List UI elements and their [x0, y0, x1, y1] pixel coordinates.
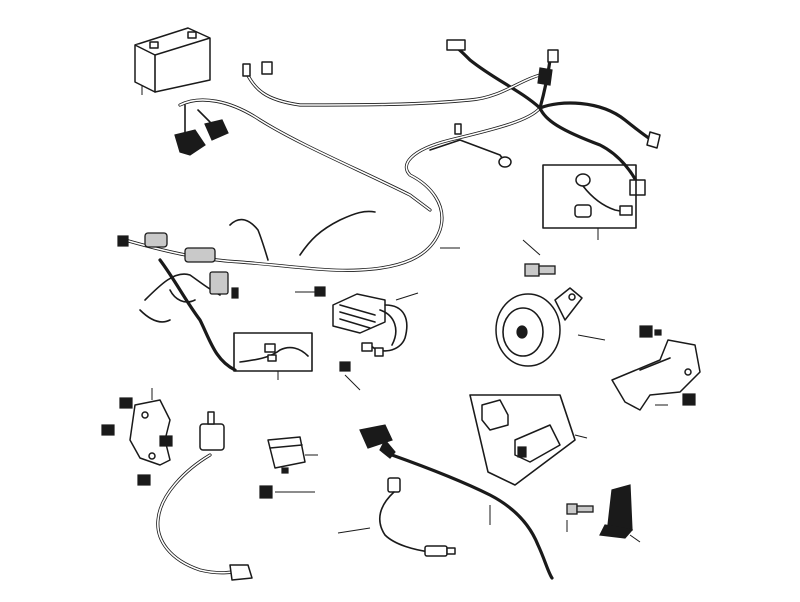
harness-wrap	[117, 232, 239, 299]
control-unit[interactable]	[259, 436, 318, 499]
main-wiring-harness[interactable]	[117, 39, 661, 372]
screw-icon	[566, 503, 594, 532]
bolt-icon	[682, 393, 696, 406]
ignition-coil[interactable]	[156, 411, 253, 581]
bolt-icon	[339, 361, 361, 391]
small-bracket[interactable]	[566, 484, 641, 543]
bolt-icon	[639, 325, 662, 338]
bolt-icon	[101, 424, 115, 436]
lambda-sensor[interactable]	[337, 477, 456, 557]
mount-bracket[interactable]	[101, 388, 173, 486]
horn[interactable]	[495, 287, 606, 367]
bolt-icon	[259, 485, 315, 499]
bolt-icon	[137, 474, 151, 486]
relay-set[interactable]	[469, 394, 588, 486]
switch-inset[interactable]	[542, 164, 637, 240]
sensor-cable[interactable]	[359, 424, 554, 580]
bolt-icon	[119, 397, 133, 409]
bolt-icon	[295, 286, 326, 297]
battery[interactable]	[134, 27, 211, 95]
harness-inset[interactable]	[233, 332, 313, 380]
bracket[interactable]	[611, 325, 701, 411]
horn-bolt[interactable]	[522, 239, 556, 277]
regulator-rectifier[interactable]	[295, 286, 419, 391]
bolt-icon	[159, 435, 173, 447]
